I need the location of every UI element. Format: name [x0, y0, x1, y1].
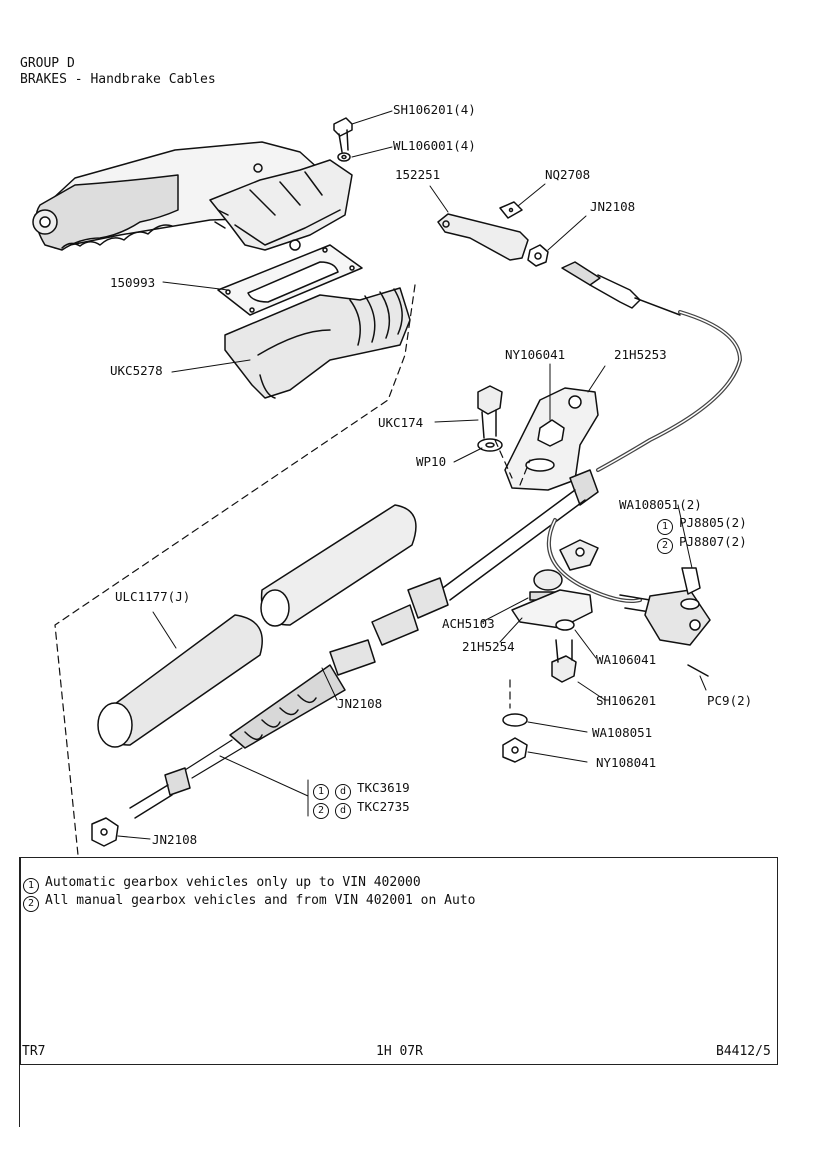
- leader-lines: [117, 110, 707, 840]
- marker-1: 1: [23, 878, 39, 894]
- label-pj8805-2-text: PJ8805(2): [679, 515, 747, 530]
- lever-bracket-illustration: [437, 201, 549, 267]
- handbrake-lever-illustration: [32, 141, 353, 251]
- note-2-text: All manual gearbox vehicles and from VIN…: [45, 893, 476, 908]
- compensator-bracket-illustration: [504, 387, 599, 491]
- label-pj8807-2: 2 PJ8807(2): [657, 535, 747, 554]
- marker-d: d: [335, 784, 351, 800]
- marker-d: d: [335, 803, 351, 819]
- label-ukc5278: UKC5278: [110, 363, 163, 378]
- bolt-ukc174-illustration: [477, 385, 503, 452]
- clevis-illustration: [619, 567, 711, 677]
- cable-upper-illustration: [561, 261, 742, 472]
- label-jn2108-top: JN2108: [590, 199, 636, 214]
- group-title: GROUP D: [20, 56, 75, 71]
- label-sh106201: SH106201: [596, 693, 657, 708]
- label-jn2108-mid: JN2108: [337, 696, 383, 711]
- label-152251: 152251: [395, 167, 441, 182]
- note-2: 2 All manual gearbox vehicles and from VI…: [23, 893, 475, 912]
- label-jn2108-bottom: JN2108: [152, 832, 198, 847]
- label-ny106041: NY106041: [505, 347, 566, 362]
- footer-page-ref: 1H 07R: [376, 1044, 423, 1059]
- tube-illustration: [97, 504, 417, 748]
- dashed-guides: [54, 284, 531, 856]
- footer-model: TR7: [22, 1044, 46, 1059]
- label-21h5253: 21H5253: [614, 347, 667, 362]
- gasket-illustration: [217, 244, 363, 316]
- label-wl106001-4: WL106001(4): [393, 138, 476, 153]
- label-tkc3619-text: TKC3619: [357, 780, 410, 795]
- label-150993: 150993: [110, 275, 156, 290]
- bolt-top-illustration: [333, 117, 353, 162]
- marker-2: 2: [657, 538, 673, 554]
- boot-illustration: [224, 287, 411, 399]
- label-wa106041: WA106041: [596, 652, 657, 667]
- label-21h5254: 21H5254: [462, 639, 515, 654]
- marker-1: 1: [313, 784, 329, 800]
- note-1: 1 Automatic gearbox vehicles only up to V…: [23, 875, 421, 894]
- label-pj8805-2: 1 PJ8805(2): [657, 516, 747, 535]
- left-border-rule: [19, 857, 21, 1127]
- label-ach5103: ACH5103: [442, 616, 495, 631]
- label-ny108041: NY108041: [596, 755, 657, 770]
- lower-bolt-illustration: [502, 639, 577, 763]
- exploded-parts-diagram: [32, 110, 742, 856]
- adjuster-illustration: [511, 539, 599, 631]
- label-pc9-2: PC9(2): [707, 693, 753, 708]
- note-1-text: Automatic gearbox vehicles only up to VI…: [45, 875, 421, 890]
- label-wa108051: WA108051: [592, 725, 653, 740]
- marker-1: 1: [657, 519, 673, 535]
- section-title: BRAKES - Handbrake Cables: [20, 72, 216, 87]
- label-nq2708: NQ2708: [545, 167, 591, 182]
- label-sh106201-4: SH106201(4): [393, 102, 476, 117]
- label-wa108051-2: WA108051(2): [619, 497, 702, 512]
- footer-plate-number: B4412/5: [716, 1044, 771, 1059]
- label-wp10: WP10: [416, 454, 447, 469]
- label-tkc2735-text: TKC2735: [357, 799, 410, 814]
- label-ulc1177-j: ULC1177(J): [115, 589, 191, 604]
- marker-2: 2: [23, 896, 39, 912]
- label-pj8807-2-text: PJ8807(2): [679, 534, 747, 549]
- notes-box: 1 Automatic gearbox vehicles only up to V…: [20, 857, 778, 1065]
- marker-2: 2: [313, 803, 329, 819]
- rod-cable-illustration: [439, 469, 642, 603]
- lower-cable-illustration: [91, 577, 449, 847]
- label-ukc174: UKC174: [378, 415, 424, 430]
